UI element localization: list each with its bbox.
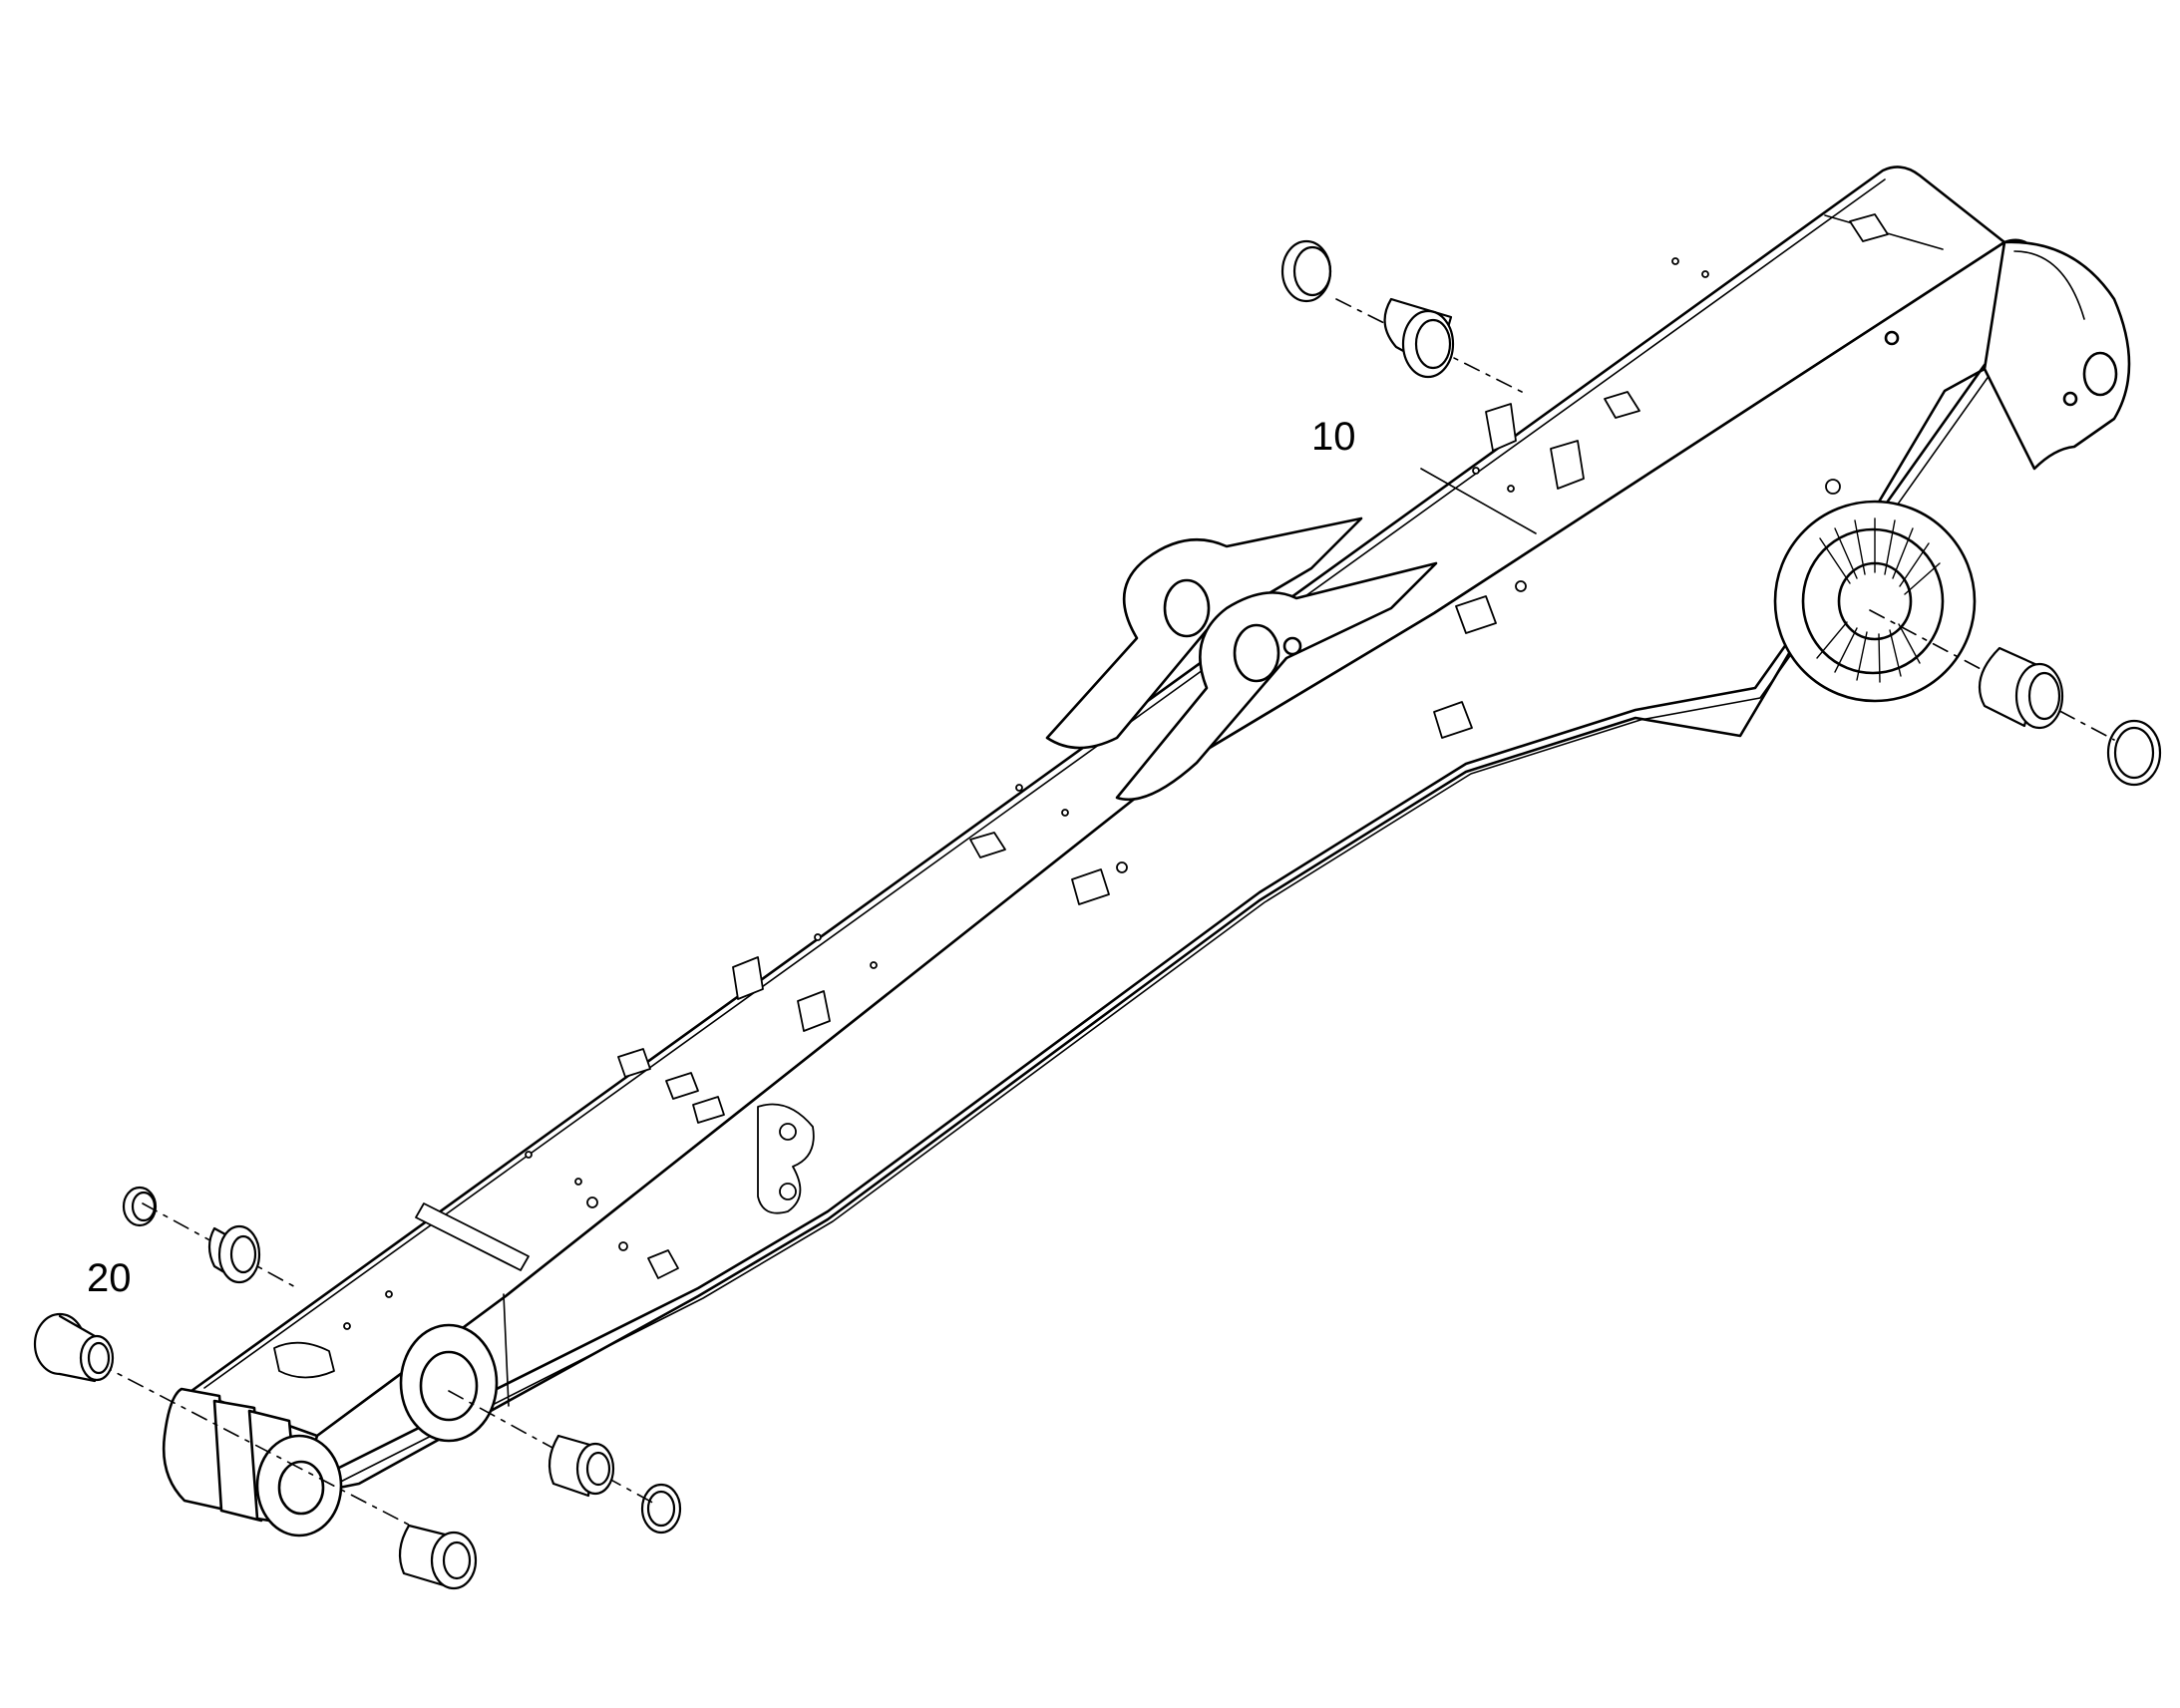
boom-side-face (297, 238, 2036, 1498)
boom-bottom-flange (297, 363, 1987, 1490)
callout-bushing-set: 20 (87, 1256, 132, 1300)
cylinder-bracket (1045, 516, 1438, 802)
callout-boom-assembly: 10 (1311, 415, 1356, 459)
boom-body (189, 166, 2131, 1499)
bushing-arm-boss (547, 1434, 615, 1498)
boom-fittings (273, 213, 1889, 1379)
arm-pin-boss (399, 1323, 499, 1443)
seal-ring-bottom (640, 1483, 682, 1535)
bushing-top (1383, 297, 1455, 379)
bushing-left-top (207, 1224, 261, 1284)
flanged-bushing-bottom (398, 1524, 478, 1590)
boom-top-face (189, 166, 2006, 1438)
seal-ring-left-top (122, 1186, 158, 1227)
exploded-parts (33, 239, 2162, 1590)
seal-ring-right (2106, 719, 2162, 787)
boom-nose (162, 1387, 343, 1537)
boom-head-end (1983, 240, 2131, 471)
seal-ring-top (1280, 239, 1332, 303)
flanged-bushing-left (33, 1312, 115, 1383)
bushing-right (1978, 646, 2064, 730)
foot-pin-boss (1773, 500, 1977, 703)
head-pin-hole (2082, 351, 2118, 397)
